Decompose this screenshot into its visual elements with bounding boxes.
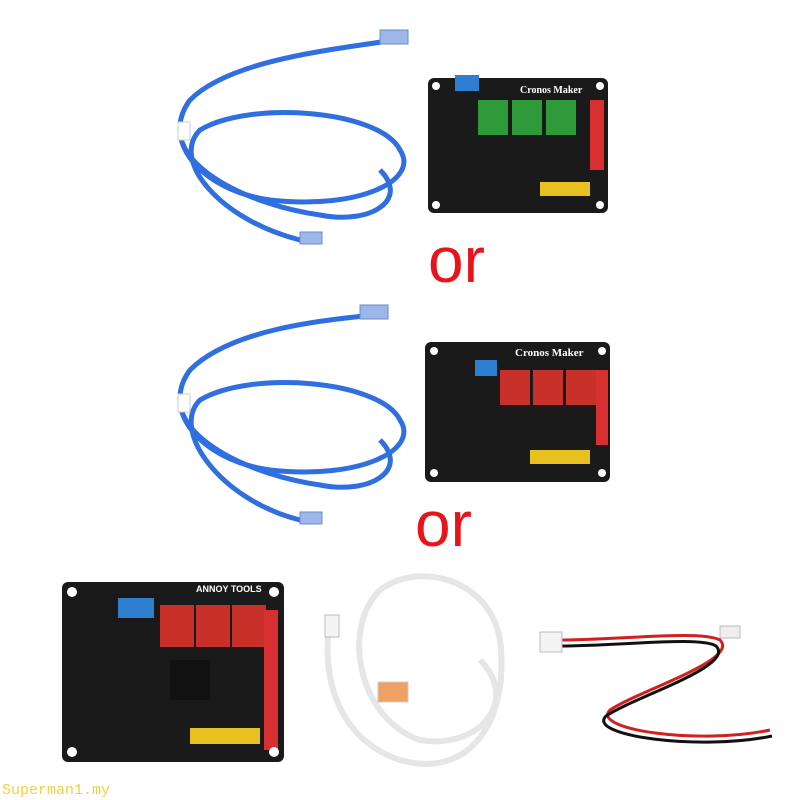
usb-c-cable — [324, 573, 505, 767]
usb-cable-2 — [177, 304, 407, 525]
usb-cable-1 — [177, 29, 409, 245]
board-3-brand: ANNOY TOOLS — [196, 584, 262, 594]
watermark: Superman1.my — [2, 782, 111, 799]
board-2-brand: Cronos Maker — [515, 347, 584, 359]
or-label-1: or — [428, 224, 485, 296]
board-1-brand: Cronos Maker — [520, 85, 583, 96]
controller-board-3: ANNOY TOOLS — [62, 582, 284, 762]
power-wire — [539, 625, 773, 744]
or-label-2: or — [415, 488, 472, 560]
controller-board-1: Cronos Maker — [428, 75, 608, 213]
controller-board-2: Cronos Maker — [425, 342, 610, 482]
